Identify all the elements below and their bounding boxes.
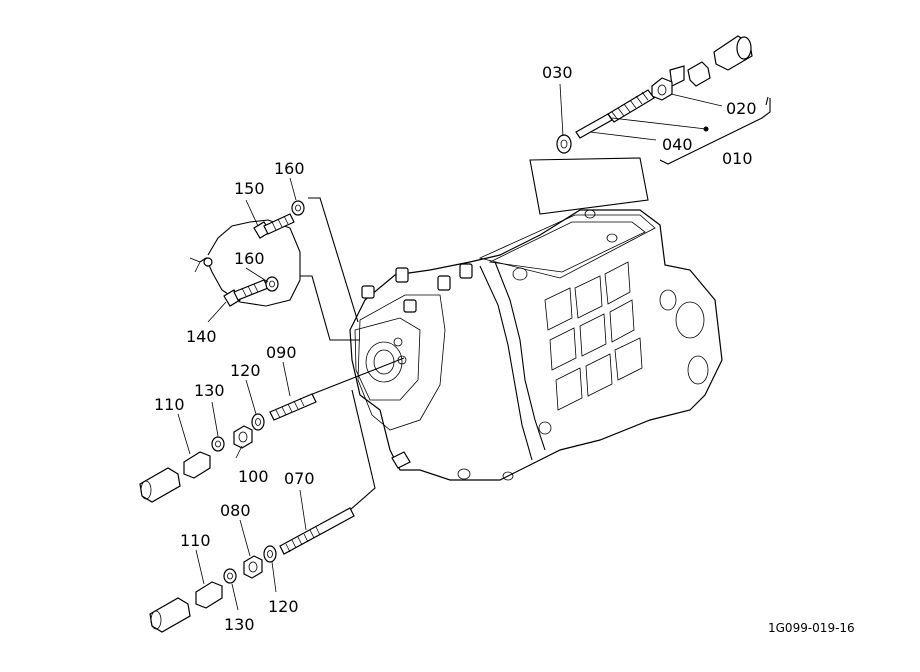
label-130-upper: 130	[194, 381, 225, 400]
label-130-lower: 130	[224, 615, 255, 634]
label-160-lower: 160	[234, 249, 265, 268]
label-080: 080	[220, 501, 251, 520]
label-020: 020	[726, 99, 757, 118]
label-040: 040	[662, 135, 693, 154]
label-120-lower: 120	[268, 597, 299, 616]
label-100: 100	[238, 467, 269, 486]
label-150: 150	[234, 179, 265, 198]
label-070: 070	[284, 469, 315, 488]
part-010-assembly	[556, 35, 771, 165]
label-110-lower: 110	[180, 531, 211, 550]
label-120-upper: 120	[230, 361, 261, 380]
figure-code: 1G099-019-16	[768, 621, 855, 635]
shaft-assembly-lower	[149, 389, 376, 633]
label-leaders	[177, 83, 723, 611]
leader-box	[529, 157, 649, 215]
shaft-assembly-upper	[139, 357, 405, 503]
label-160-upper: 160	[274, 159, 305, 178]
transmission-housing	[349, 209, 723, 481]
label-140: 140	[186, 327, 217, 346]
label-010: 010	[722, 149, 753, 168]
label-110-upper: 110	[154, 395, 185, 414]
part-number-labels: 030 020 040 010 160 150 160 140 090 120 …	[154, 63, 855, 635]
label-030: 030	[542, 63, 573, 82]
label-090: 090	[266, 343, 297, 362]
bolt-cluster-140-160	[189, 197, 360, 341]
